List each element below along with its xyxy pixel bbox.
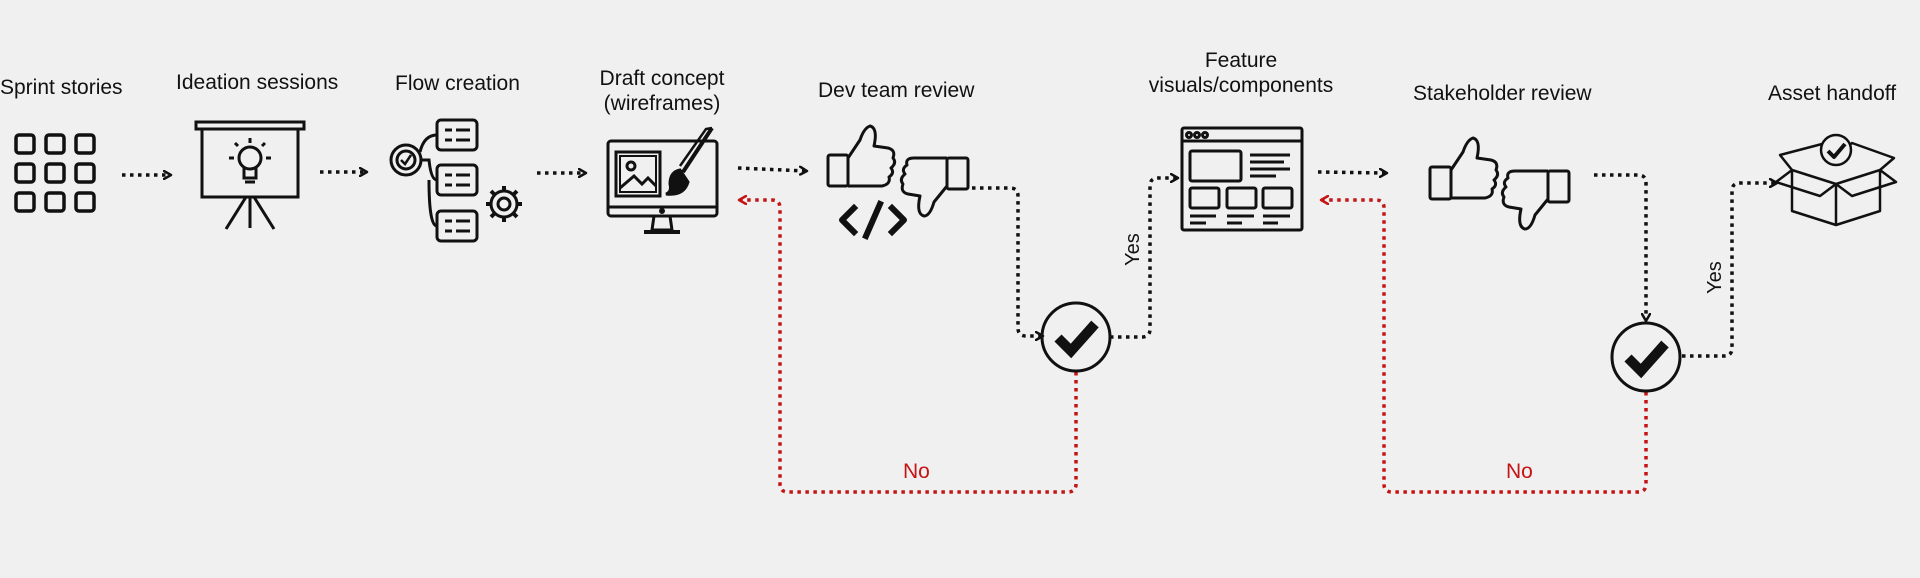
arrow-no-loop-dev [740,200,1078,494]
label-no-stakeholder-review: No [1506,460,1533,483]
label-feature-visuals: Feature visuals/components [1138,48,1344,98]
label-asset-handoff: Asset handoff [1768,82,1897,105]
label-feature-line1: Feature [1204,49,1278,72]
arrow-draft-to-devreview [737,168,806,171]
arrow-decision-yes-to-handoff [1682,183,1776,358]
open-box-icon [1774,133,1898,227]
presentation-board-icon [194,120,306,230]
browser-layout-icon [1180,126,1304,232]
label-draft-concept-line2: (wireframes) [603,92,721,115]
monitor-design-icon [606,126,719,234]
arrow-no-loop-stakeholder [1322,200,1648,494]
label-draft-concept: Draft concept (wireframes) [595,66,729,116]
arrow-stakeholder-to-decision [1594,173,1646,320]
arrow-feature-to-stakeholder [1317,172,1386,173]
label-no-dev-review: No [903,460,930,483]
dev-review-icon [826,124,970,240]
flow-chart-icon [389,118,522,243]
label-feature-line2: visuals/components [1148,74,1334,97]
arrow-decision-yes-to-feature [1110,178,1177,339]
thumbs-review-icon [1428,136,1571,231]
approval-check-icon-2 [1610,321,1682,393]
label-sprint-stories: Sprint stories [0,76,123,99]
grid-icon [14,133,96,213]
label-ideation-sessions: Ideation sessions [176,71,339,94]
label-draft-concept-line1: Draft concept [599,67,725,90]
label-flow-creation: Flow creation [395,72,520,95]
approval-check-icon [1040,301,1112,373]
label-dev-team-review: Dev team review [818,79,975,102]
label-stakeholder-review: Stakeholder review [1413,82,1592,105]
arrow-devreview-to-decision [972,186,1042,336]
